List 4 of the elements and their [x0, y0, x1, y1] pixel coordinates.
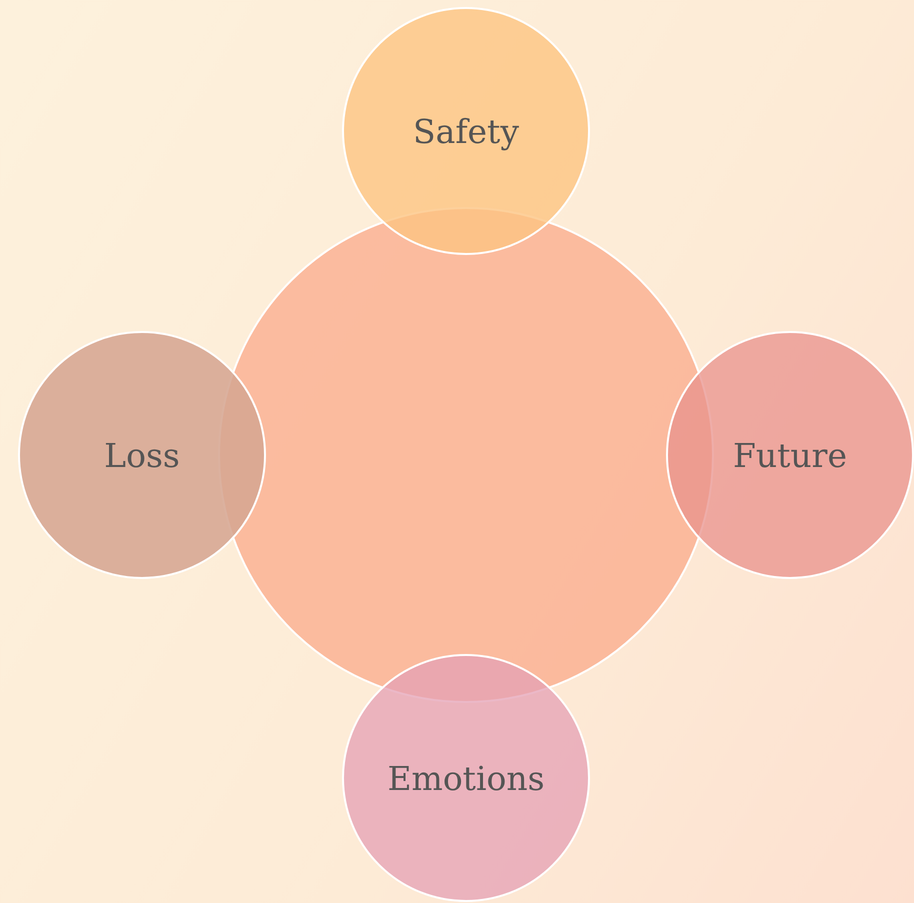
circle-label: Safety [413, 112, 519, 150]
circle-label: Emotions [387, 758, 545, 798]
circle-label: Future [733, 436, 847, 474]
circle-label: Loss [104, 436, 180, 474]
